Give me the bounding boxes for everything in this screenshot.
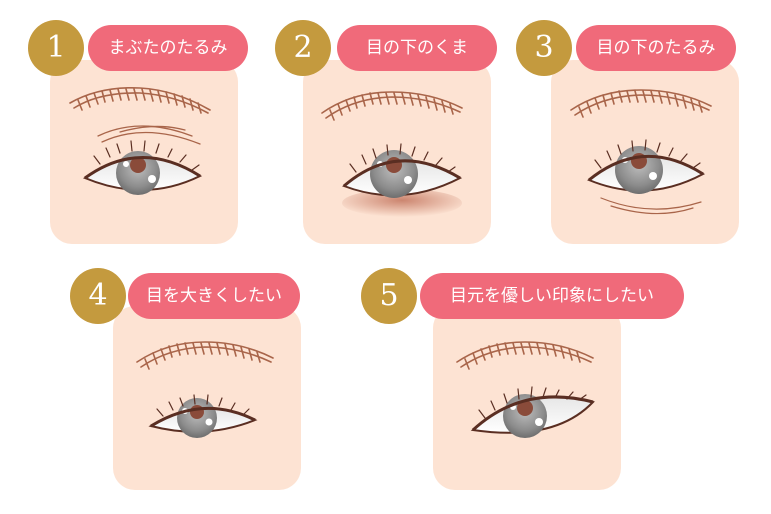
number-badge-1: 1 [28,20,84,76]
number-badge-2: 2 [275,20,331,76]
eye-with-dark-circle-icon [321,91,463,217]
sharp-eye-icon [456,341,595,438]
small-eye-icon [136,341,274,438]
label-4: 目を大きくしたい [128,273,300,319]
number-badge-4: 4 [70,268,126,324]
label-3: 目の下のたるみ [576,25,736,71]
panel-4 [113,306,301,490]
label-2: 目の下のくま [337,25,497,71]
eye-with-under-eye-bag-icon [570,89,712,215]
label-5: 目元を優しい印象にしたい [420,273,684,319]
number-badge-3: 3 [516,20,572,76]
label-1: まぶたのたるみ [88,25,248,71]
eye-with-drooping-eyelid-icon [69,86,211,195]
number-badge-5: 5 [361,268,417,324]
